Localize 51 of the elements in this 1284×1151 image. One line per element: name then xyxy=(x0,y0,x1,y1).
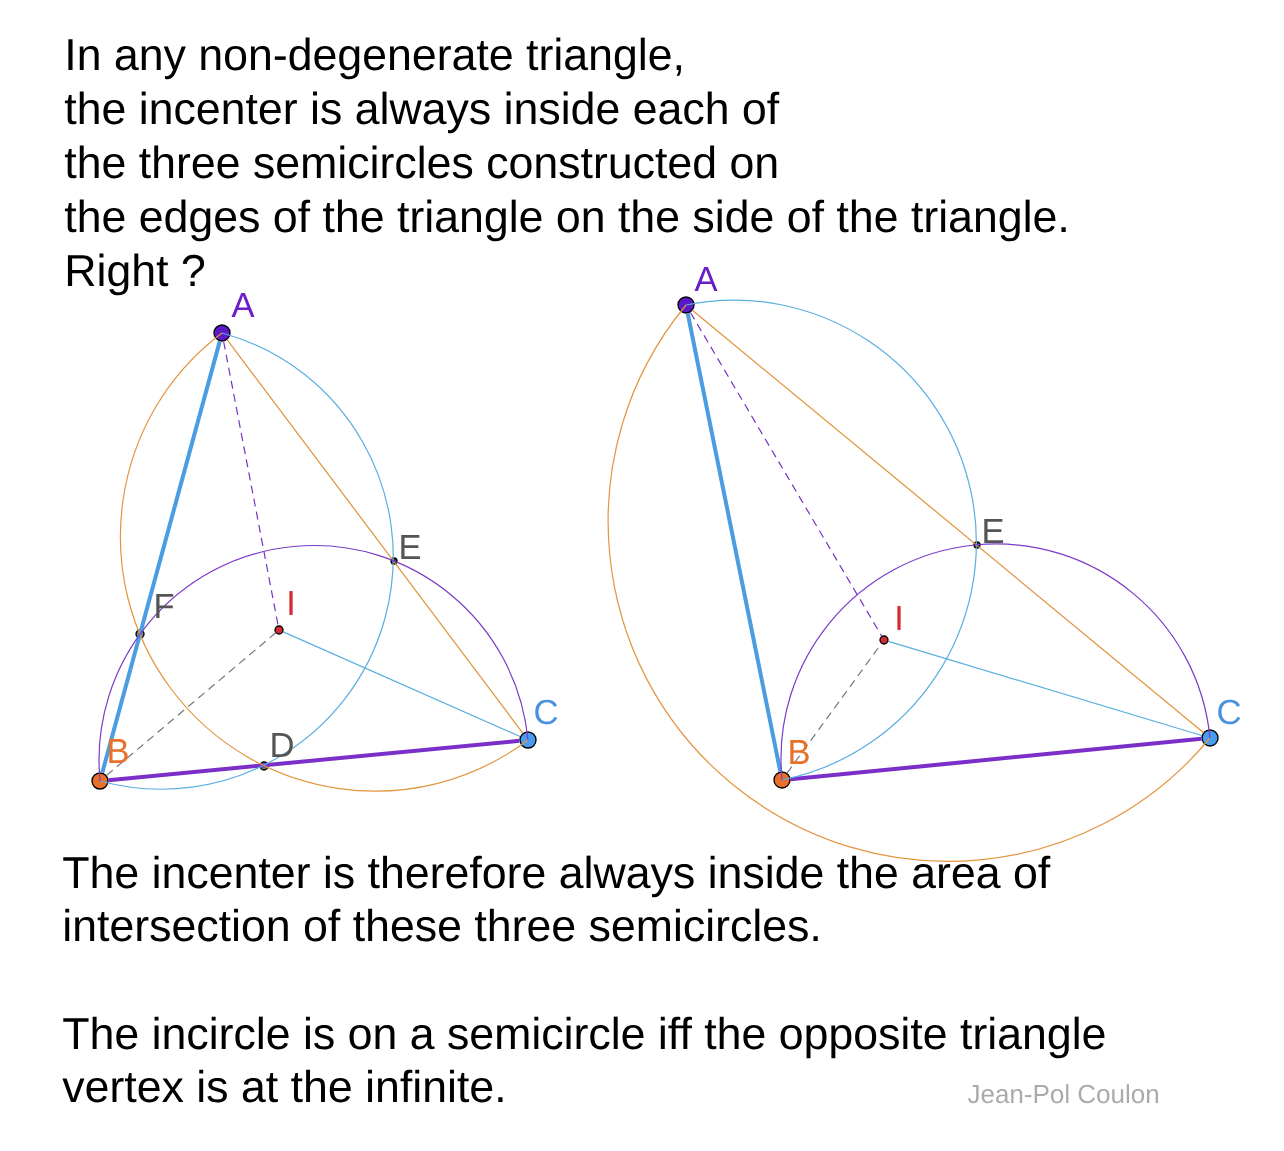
line-segment xyxy=(106,632,277,776)
point xyxy=(91,772,109,790)
line-segment xyxy=(786,643,882,774)
point xyxy=(1201,729,1219,747)
text-line: vertex is at the infinite. xyxy=(62,1069,503,1103)
point-label: B xyxy=(790,740,809,764)
semicircle-arc xyxy=(99,332,394,790)
line-segment xyxy=(223,340,279,626)
text-line: the three semicircles constructed on xyxy=(64,145,777,179)
text-line: The incenter is therefore always inside the area of xyxy=(63,855,1051,898)
point-label: D xyxy=(272,733,293,757)
point-label: I xyxy=(897,606,901,630)
point xyxy=(274,625,284,635)
point-label: E xyxy=(984,519,1004,543)
text-line: Right ? xyxy=(67,253,205,296)
line-segment xyxy=(692,309,1204,734)
line-segment xyxy=(689,311,883,637)
semicircle-arc xyxy=(685,300,977,781)
point xyxy=(213,324,231,342)
semicircle-arc xyxy=(98,545,529,782)
line-segment xyxy=(790,736,1202,782)
text-line: In any non-degenerate triangle, xyxy=(68,37,681,80)
point xyxy=(773,771,791,789)
point-label: I xyxy=(289,591,293,615)
point-label: A xyxy=(694,267,718,291)
point xyxy=(135,629,145,639)
point-label: C xyxy=(535,699,558,725)
line-segment xyxy=(108,738,520,783)
point xyxy=(519,731,537,749)
point-label: C xyxy=(1218,699,1241,725)
semicircle-arc xyxy=(119,332,529,792)
point xyxy=(259,761,269,771)
line-segment xyxy=(100,340,222,774)
point xyxy=(879,635,889,645)
line-segment xyxy=(685,313,783,772)
author-credit: Jean-Pol Coulon xyxy=(967,1084,1158,1104)
text-line: The incircle is on a semicircle iff the opposite triangle xyxy=(63,1016,1105,1059)
point-label: A xyxy=(231,293,255,317)
text-line: the edges of the triangle on the side of the triangle. xyxy=(64,199,1066,242)
text-line: the incenter is always inside each of xyxy=(64,91,780,134)
semicircle-arc xyxy=(780,543,1211,781)
line-segment xyxy=(226,339,524,734)
semicircle-arc xyxy=(607,304,1211,862)
point xyxy=(677,296,695,314)
line-segment xyxy=(282,631,521,738)
point-label: E xyxy=(401,535,421,559)
point xyxy=(973,541,981,549)
point xyxy=(390,557,398,565)
text-line: intersection of these three semicircles. xyxy=(65,908,818,942)
point-label: B xyxy=(109,739,128,763)
line-segment xyxy=(887,640,1203,737)
